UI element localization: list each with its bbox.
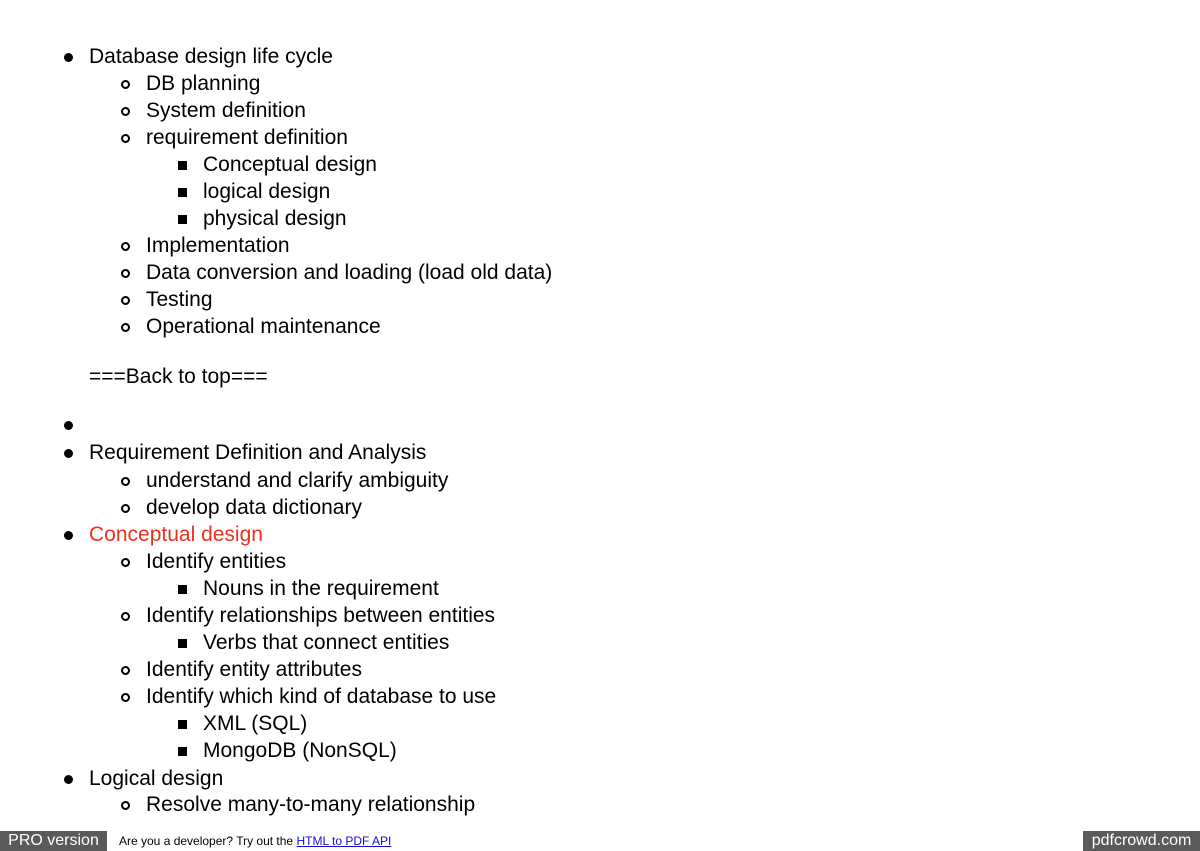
list-item-logical-design-sub: logical design [203, 180, 331, 203]
list-item-conceptual-design-sub: Conceptual design [203, 153, 377, 176]
list-item-identify-entities: Identify entities [146, 550, 287, 573]
circle-bullet [121, 134, 130, 143]
disc-bullet [64, 775, 73, 784]
circle-bullet [121, 558, 130, 567]
circle-bullet [121, 323, 130, 332]
circle-bullet [121, 107, 130, 116]
list-item-operational-maintenance: Operational maintenance [146, 315, 381, 338]
square-bullet [178, 585, 187, 594]
list-item-logical-design-heading: Logical design [89, 767, 224, 790]
pro-version-badge: PRO version [0, 831, 107, 851]
circle-bullet [121, 296, 130, 305]
list-item-resolve-many-to-many: Resolve many-to-many relationship [146, 793, 476, 816]
square-bullet [178, 161, 187, 170]
pdf-footer: PRO version Are you a developer? Try out… [0, 829, 1200, 851]
disc-bullet [64, 53, 73, 62]
circle-bullet [121, 504, 130, 513]
square-bullet [178, 215, 187, 224]
list-item-data-dictionary: develop data dictionary [146, 496, 362, 519]
square-bullet [178, 639, 187, 648]
disc-bullet-empty [64, 421, 73, 430]
circle-bullet [121, 693, 130, 702]
square-bullet [178, 747, 187, 756]
circle-bullet [121, 801, 130, 810]
square-bullet [178, 720, 187, 729]
list-item-testing: Testing [146, 288, 213, 311]
html-to-pdf-api-link[interactable]: HTML to PDF API [296, 834, 392, 848]
square-bullet [178, 188, 187, 197]
list-item-database-design-life-cycle: Database design life cycle [89, 45, 333, 68]
circle-bullet [121, 612, 130, 621]
list-item-physical-design-sub: physical design [203, 207, 347, 230]
developer-prompt: Are you a developer? Try out the HTML to… [119, 834, 391, 848]
list-item-db-planning: DB planning [146, 72, 261, 95]
list-item-identify-relationships: Identify relationships between entities [146, 604, 496, 627]
list-item-requirement-definition-analysis: Requirement Definition and Analysis [89, 441, 427, 464]
list-item-verbs: Verbs that connect entities [203, 631, 450, 654]
list-item-system-definition: System definition [146, 99, 306, 122]
circle-bullet [121, 80, 130, 89]
pdfcrowd-brand-badge[interactable]: pdfcrowd.com [1083, 831, 1200, 851]
list-item-mongodb: MongoDB (NonSQL) [203, 739, 397, 762]
circle-bullet [121, 666, 130, 675]
list-item-xml: XML (SQL) [203, 712, 308, 735]
list-item-requirement-definition: requirement definition [146, 126, 348, 149]
circle-bullet [121, 477, 130, 486]
back-to-top-text: ===Back to top=== [89, 365, 268, 388]
list-item-data-conversion: Data conversion and loading (load old da… [146, 261, 553, 284]
list-item-identify-attributes: Identify entity attributes [146, 658, 362, 681]
list-item-nouns: Nouns in the requirement [203, 577, 439, 600]
developer-prompt-text: Are you a developer? Try out the [119, 834, 297, 848]
circle-bullet [121, 242, 130, 251]
list-item-implementation: Implementation [146, 234, 290, 257]
disc-bullet [64, 531, 73, 540]
list-item-identify-database-kind: Identify which kind of database to use [146, 685, 497, 708]
list-item-conceptual-design-heading: Conceptual design [89, 523, 263, 546]
disc-bullet [64, 449, 73, 458]
list-item-understand-clarify: understand and clarify ambiguity [146, 469, 449, 492]
circle-bullet [121, 269, 130, 278]
